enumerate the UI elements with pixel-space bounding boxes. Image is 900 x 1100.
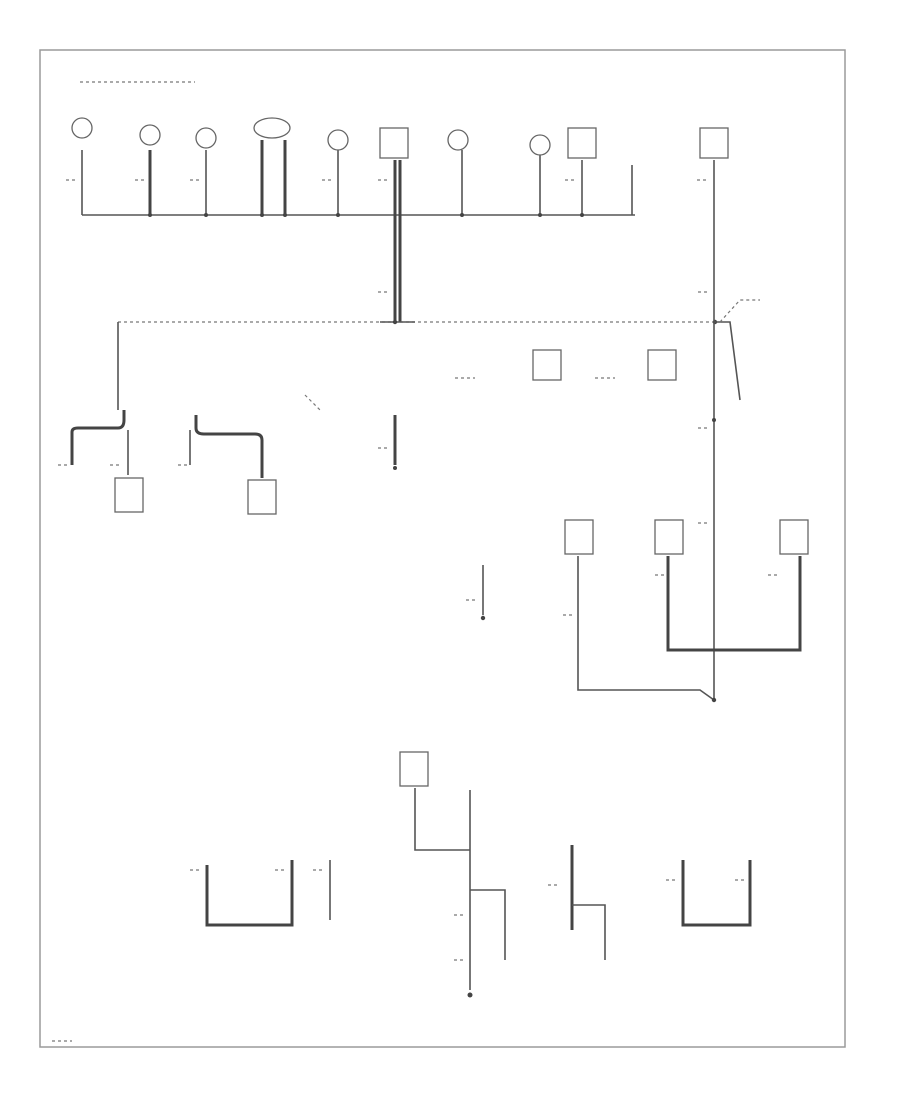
- module-4: [114, 477, 144, 513]
- lamp-3: [195, 127, 217, 149]
- module-5: [247, 479, 277, 515]
- diagram-frame: [39, 49, 846, 1048]
- center-trunk: [393, 160, 402, 322]
- lamp-4: [253, 117, 291, 139]
- middle-ground-bus: [117, 319, 718, 410]
- module-3: [699, 127, 729, 159]
- lamp-2: [139, 124, 161, 146]
- top-components: [71, 117, 729, 159]
- left-middle-section: [70, 394, 397, 515]
- module-9: [654, 519, 684, 555]
- module-11: [399, 751, 429, 787]
- bottom-section: [205, 751, 752, 998]
- right-lower-section: [480, 519, 809, 703]
- module-2: [567, 127, 597, 159]
- module-7: [647, 349, 677, 381]
- right-trunk: [712, 160, 760, 700]
- module-8: [564, 519, 594, 555]
- top-ground-bus: [80, 81, 635, 217]
- lamp-1: [71, 117, 93, 139]
- lamp-7: [529, 134, 551, 156]
- module-10: [779, 519, 809, 555]
- annotation-marks: [52, 179, 778, 1042]
- middle-modules: [455, 349, 677, 381]
- lamp-5: [327, 129, 349, 151]
- lamp-6: [447, 129, 469, 151]
- module-1: [379, 127, 409, 159]
- module-6: [532, 349, 562, 381]
